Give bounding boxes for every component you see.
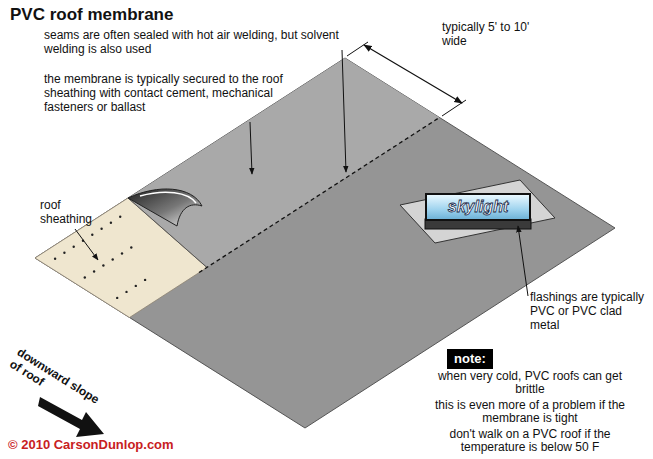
- callout-text: the membrane is typically secured to the…: [44, 72, 309, 114]
- skylight-flashing: [400, 180, 555, 243]
- callout-text: roof sheathing: [40, 198, 102, 226]
- diagram-title: PVC roof membrane: [10, 5, 173, 25]
- callout-text: don't walk on a PVC roof if the temperat…: [425, 428, 635, 454]
- drawing-stroke: [364, 45, 462, 103]
- callout-text: this is even more of a problem if the me…: [425, 399, 635, 425]
- drawing-stroke: [84, 276, 86, 278]
- drawing-stroke: [35, 58, 440, 318]
- drawing-stroke: [342, 50, 346, 172]
- drawing-stroke: [347, 42, 368, 56]
- drawing-stroke: [112, 258, 114, 260]
- drawing-stroke: [125, 291, 127, 293]
- drawing-stroke: [121, 252, 123, 254]
- drawing-stroke: [199, 118, 440, 273]
- dimension-line: [347, 42, 466, 116]
- drawing-stroke: [54, 258, 56, 260]
- callout-text: seams are often sealed with hot air weld…: [44, 28, 344, 56]
- callout-text: when very cold, PVC roofs can get brittl…: [425, 370, 635, 396]
- drawing-stroke: [75, 229, 98, 260]
- drawing-stroke: [91, 234, 93, 236]
- drawing-stroke: [116, 297, 118, 299]
- drawing-stroke: [518, 226, 528, 296]
- drawing-stroke: [128, 189, 202, 226]
- skylight-box: skylight: [425, 193, 531, 221]
- drawing-stroke: [93, 270, 95, 272]
- fastener-dots: [54, 216, 146, 299]
- copyright-text: © 2010 CarsonDunlop.com: [8, 438, 228, 452]
- drawing-stroke: [250, 122, 252, 174]
- drawing-stroke: [63, 252, 65, 254]
- drawing-stroke: [102, 264, 104, 266]
- drawing-stroke: [130, 246, 132, 248]
- note-heading: note:: [454, 351, 486, 367]
- drawing-stroke: [140, 192, 196, 203]
- note-box: note:: [447, 349, 493, 369]
- drawing-stroke: [400, 180, 555, 243]
- drawing-stroke: [119, 216, 121, 218]
- callout-text: flashings are typically PVC or PVC clad …: [530, 290, 648, 332]
- skylight-label: skylight: [448, 198, 508, 216]
- drawing-stroke: [135, 285, 137, 287]
- drawing-stroke: [73, 246, 75, 248]
- drawing-stroke: [144, 279, 146, 281]
- callout-text: typically 5' to 10' wide: [442, 20, 534, 48]
- drawing-stroke: [100, 228, 102, 230]
- drawing-stroke: [110, 222, 112, 224]
- drawing-stroke: [35, 198, 207, 318]
- drawing-stroke: [442, 100, 466, 116]
